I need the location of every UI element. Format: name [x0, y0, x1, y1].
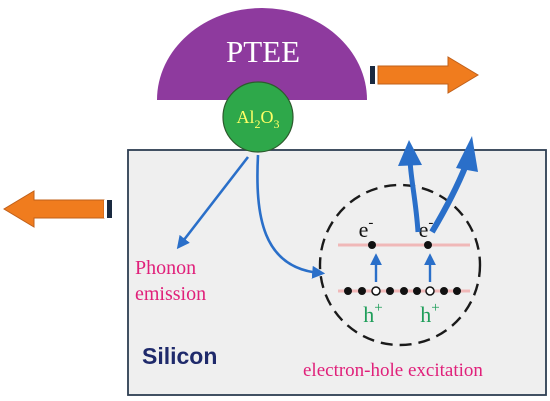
- valence-electrons: [344, 286, 461, 296]
- ptee-cap: [157, 8, 367, 100]
- hole-label-2: h+: [420, 300, 439, 327]
- emission-arrow-2-head: [456, 136, 478, 172]
- excitation-region: [318, 183, 482, 347]
- electron-dot-1: [368, 241, 376, 249]
- phonon-arrow: [176, 156, 250, 250]
- electron-label-2: e-: [419, 215, 434, 242]
- al2o3-ball: [222, 81, 294, 153]
- electron-label-1: e-: [359, 215, 374, 242]
- block-arrow-left-icon: [3, 190, 112, 228]
- silicon-label: Silicon: [142, 343, 217, 369]
- electron-dot-2: [424, 241, 432, 249]
- hole-label-1: h+: [363, 300, 382, 327]
- excitation-label: electron-hole excitation: [303, 360, 483, 381]
- ptee-label: PTEE: [226, 34, 300, 69]
- block-arrow-right-icon: [370, 56, 479, 94]
- silicon-substrate: [127, 149, 547, 396]
- excitation-curve-arrow: [256, 154, 326, 279]
- emission-arrow-1-head: [398, 140, 422, 166]
- phonon-label-line1: Phonon: [135, 257, 196, 279]
- phonon-label-line2: emission: [135, 283, 206, 305]
- al2o3-label: Al2O3: [237, 107, 280, 131]
